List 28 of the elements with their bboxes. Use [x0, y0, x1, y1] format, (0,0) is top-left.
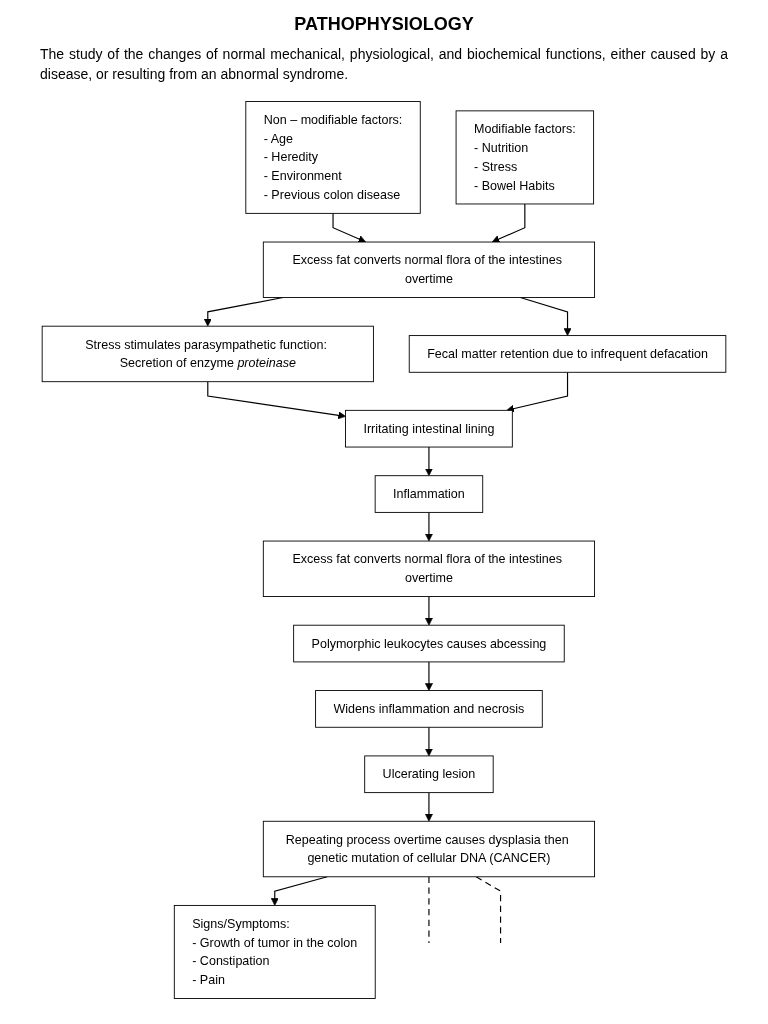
- arrow: [425, 512, 433, 542]
- node-box: Ulcerating lesion: [364, 755, 494, 794]
- node-box: Stress stimulates parasympathetic function: Secretion of enzyme proteinase: [41, 325, 374, 383]
- node-box: Fecal matter retention due to infrequent defacation: [408, 335, 727, 373]
- arrow: [506, 371, 569, 413]
- node-box: Polymorphic leukocytes causes abcessing: [293, 624, 565, 663]
- node-box: Repeating process overtime causes dysplasia then genetic mutation of cellular DNA (CANCER): [262, 821, 596, 878]
- connector: [475, 876, 502, 944]
- arrow: [491, 203, 526, 243]
- arrow: [425, 661, 433, 692]
- node-box: Irritating intestinal lining: [345, 410, 513, 448]
- node-box: Signs/Symptoms: - Growth of tumor in the colon - Constipation - Pain: [173, 905, 376, 1000]
- arrow: [425, 792, 433, 822]
- description-text: The study of the changes of normal mechanical, physiological, and biochemical functions, either caused by a disease, or resulting from an abnormal syndrome.: [40, 45, 728, 84]
- arrow: [425, 726, 433, 757]
- arrow: [207, 381, 346, 420]
- node-box: Excess fat converts normal flora of the intestines overtime: [262, 241, 596, 299]
- arrow: [270, 876, 328, 906]
- node-box: Non – modifiable factors: - Age - Heredity - Environment - Previous colon disease: [245, 101, 421, 214]
- arrow: [332, 213, 367, 243]
- node-box: Modifiable factors: - Nutrition - Stress - Bowel Habits: [455, 110, 595, 205]
- connector: [428, 876, 430, 944]
- arrow: [425, 596, 433, 626]
- arrow: [425, 446, 433, 477]
- node-box: Widens inflammation and necrosis: [315, 690, 543, 728]
- title: PATHOPHYSIOLOGY: [293, 14, 475, 35]
- node-box: Excess fat converts normal flora of the intestines overtime: [262, 540, 596, 598]
- node-box: Inflammation: [374, 475, 484, 514]
